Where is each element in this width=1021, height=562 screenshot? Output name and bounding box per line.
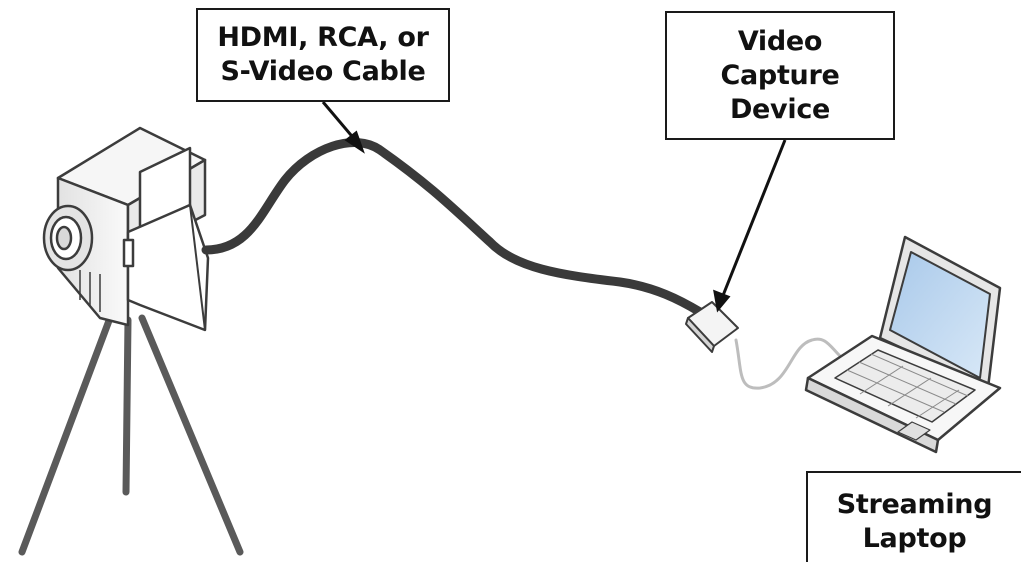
- cable-label-line2: S-Video Cable: [220, 56, 426, 87]
- usb-cable: [734, 337, 842, 390]
- cable-label-line1: HDMI, RCA, or: [217, 22, 429, 53]
- capture-dongle-icon: [685, 301, 739, 353]
- cable-pointer-arrowhead: [344, 130, 365, 154]
- laptop-icon: [804, 235, 1002, 454]
- pointer-lines: [321, 101, 787, 313]
- tripod-icon: [18, 314, 244, 556]
- laptop-label-line2: Laptop: [862, 523, 967, 554]
- laptop-label-box: Streaming Laptop: [806, 471, 1021, 562]
- camcorder-icon: [42, 126, 210, 332]
- capture-device-label-box: Video Capture Device: [665, 11, 895, 140]
- cable-label-box: HDMI, RCA, or S-Video Cable: [196, 8, 450, 102]
- capture-label-line1: Video: [737, 25, 823, 57]
- video-cable: [201, 138, 705, 317]
- capture-pointer-arrowhead: [713, 289, 731, 313]
- capture-label-line2: Capture: [720, 59, 840, 91]
- laptop-label-line1: Streaming: [836, 489, 993, 520]
- capture-label-line3: Device: [729, 93, 831, 125]
